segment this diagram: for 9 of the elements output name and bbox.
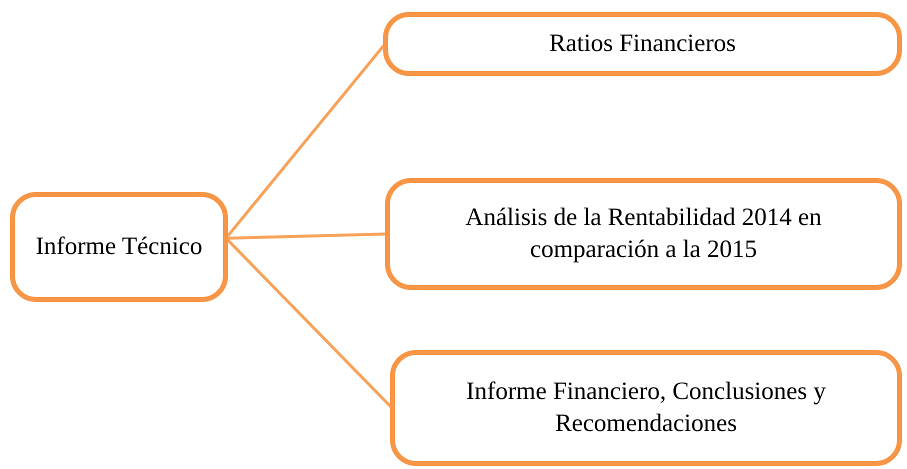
topic-box [383,12,902,76]
box-label: Informe Financiero, Conclusiones y Recomendaciones [465,376,827,439]
topic-box [385,178,902,290]
box-label: Informe Técnico [36,232,202,262]
topic-box [10,192,228,302]
connector-line [226,232,388,240]
box-label: Ratios Financieros [549,28,736,59]
box-label: Análisis de la Rentabilidad 2014 en comparación a la 2015 [464,202,823,265]
topic-box [390,350,902,466]
